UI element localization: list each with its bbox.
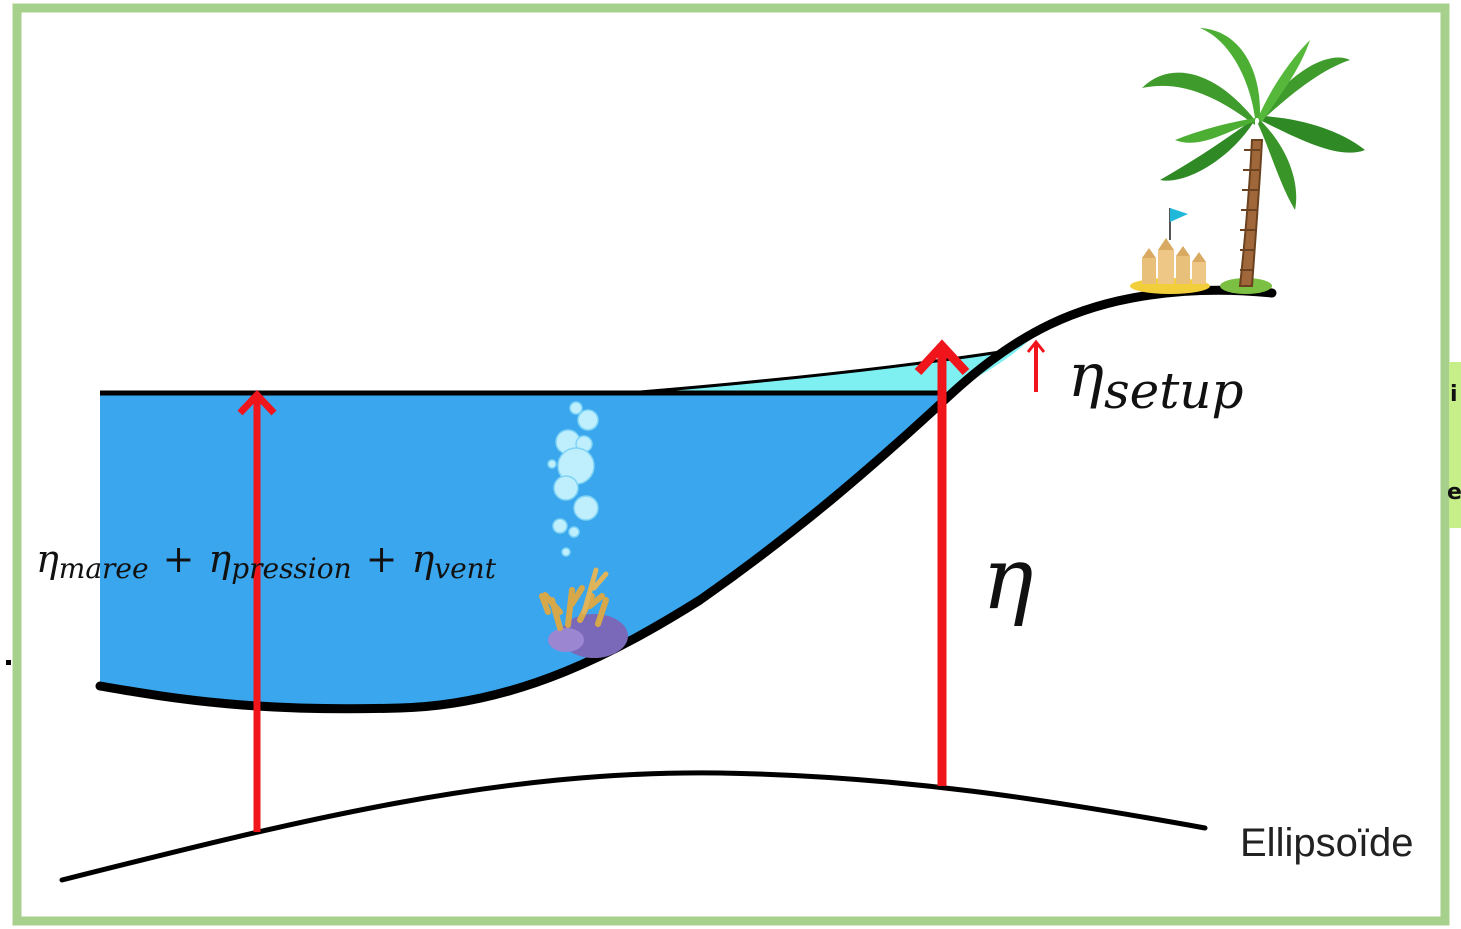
strip-glyph-bottom: e [1447, 480, 1461, 505]
bubbles-icon [547, 401, 599, 557]
edge-mark [6, 660, 11, 665]
setup-arrow [1026, 339, 1046, 392]
eta-maree-base: η [36, 537, 59, 581]
eta-setup-label: ηsetup [1068, 341, 1244, 420]
eta-setup-sub: setup [1104, 362, 1244, 420]
eta-setup-base: η [1068, 341, 1104, 411]
eta-arrow [914, 339, 970, 786]
combined-level-arrow [237, 389, 277, 832]
ellipsoid-curve [59, 770, 1208, 883]
sand-castle-icon [1130, 208, 1210, 294]
side-panel-strip: i e [1447, 362, 1461, 528]
eta-pression-sub: pression [231, 552, 351, 585]
eta-maree-sub: maree [59, 552, 149, 585]
water-body [100, 393, 945, 709]
coral-icon [539, 567, 628, 658]
seabed-profile [95, 285, 1277, 714]
strip-glyph-top: i [1450, 382, 1458, 407]
eta-vent-base: η [412, 537, 435, 581]
eta-label: η [982, 529, 1034, 629]
setup-surface-line [639, 330, 1041, 394]
ellipsoid-label: Ellipsoïde [1240, 821, 1413, 865]
plus-sign-1: + [163, 537, 195, 581]
palm-tree-icon [1142, 28, 1365, 294]
eta-vent-sub: vent [434, 552, 496, 585]
combined-level-label: ηmaree+ηpression+ηvent [36, 537, 497, 585]
plus-sign-2: + [366, 537, 398, 581]
eta-pression-base: η [208, 537, 231, 581]
